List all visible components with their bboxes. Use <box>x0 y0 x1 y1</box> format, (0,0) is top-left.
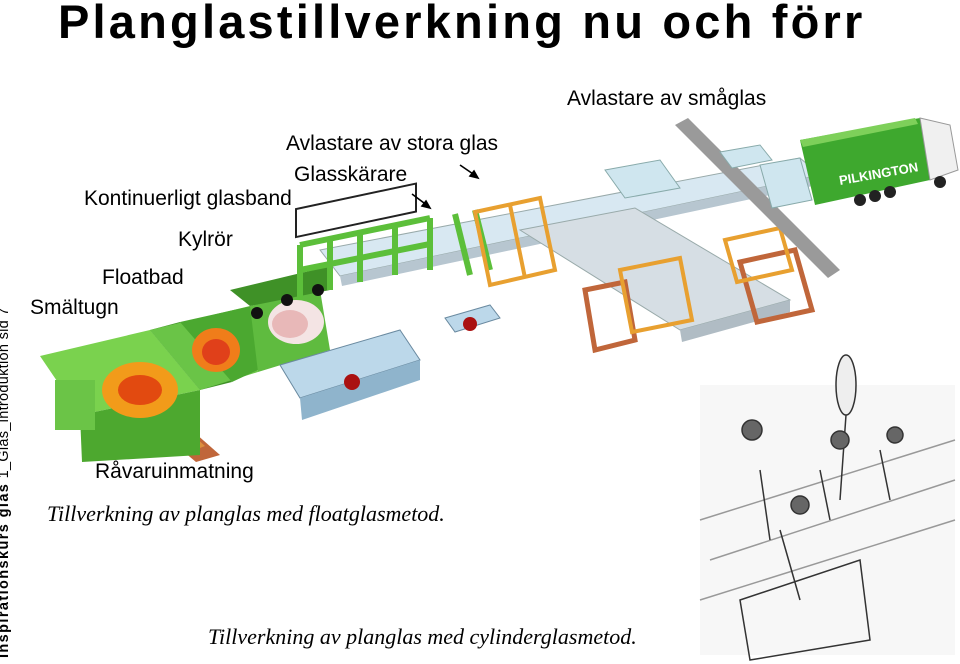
caption-cylinder-method: Tillverkning av planglas med cylindergla… <box>208 624 637 649</box>
melting-furnace <box>40 322 232 462</box>
large-glass-unloader <box>472 195 558 288</box>
caption-float-method: Tillverkning av planglas med floatglasme… <box>47 501 445 526</box>
page-title: Planglastillverkning nu och förr <box>58 0 866 48</box>
label-melting-furnace: Smältugn <box>30 296 119 319</box>
annealing-frames <box>297 209 493 300</box>
label-glass-cutter: Glasskärare <box>294 163 408 186</box>
label-float-bath: Floatbad <box>102 266 184 289</box>
stacking-units <box>582 225 816 354</box>
label-raw-material-feed: Råvaruinmatning <box>95 460 254 483</box>
cylinder-glass-sketch <box>699 354 956 661</box>
label-arrows <box>411 164 480 210</box>
float-bath <box>150 305 262 390</box>
pilkington-truck: PILKINGTON <box>800 117 959 206</box>
label-continuous-ribbon: Kontinuerligt glasband <box>84 187 292 210</box>
cooling-section <box>230 266 330 372</box>
glass-ribbon-conveyor <box>319 157 822 342</box>
glass-sheets <box>604 144 813 209</box>
overhead-gantry <box>675 118 840 278</box>
label-cooling-pipe: Kylrör <box>178 228 233 251</box>
label-large-glass-unloader: Avlastare av stora glas <box>286 132 499 155</box>
control-room <box>279 304 501 420</box>
label-small-glass-unloader: Avlastare av småglas <box>567 87 767 110</box>
